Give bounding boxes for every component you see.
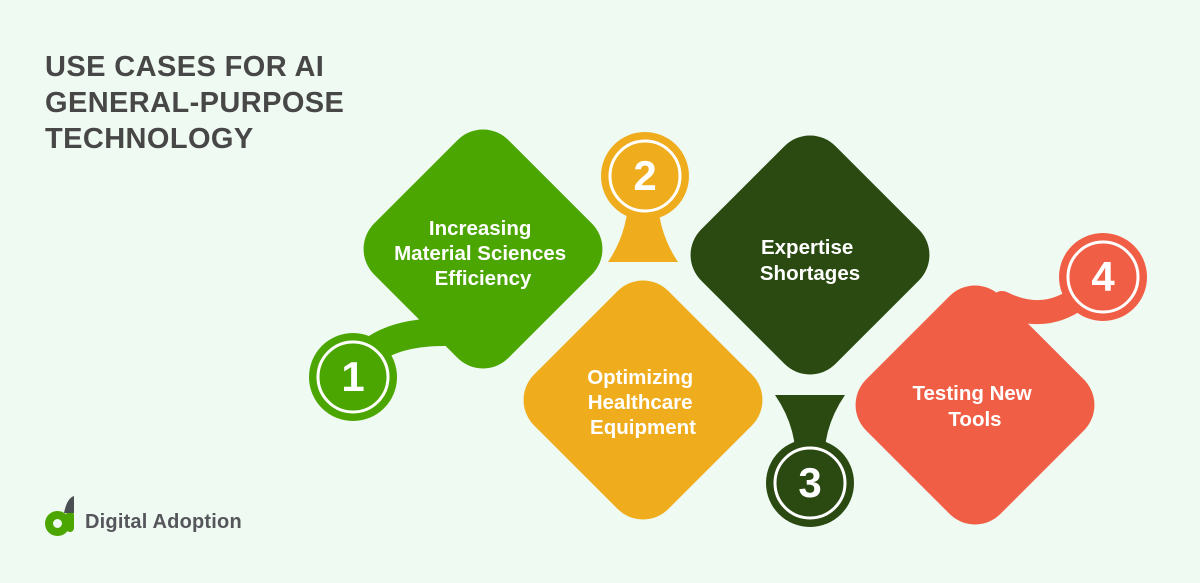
use-case-2-group: 2 Optimizing Healthcare Equipment bbox=[523, 132, 763, 520]
logo-sail-icon bbox=[64, 496, 74, 513]
use-case-4-label: Testing New Tools bbox=[913, 382, 1038, 431]
use-case-1-group: 1 Increasing Material Sciences Efficienc… bbox=[309, 129, 603, 421]
use-case-2-number: 2 bbox=[633, 152, 656, 199]
use-case-3-diamond bbox=[690, 135, 930, 375]
use-case-1-diamond bbox=[363, 129, 603, 369]
title-line: TECHNOLOGY bbox=[45, 123, 254, 155]
use-case-2-connector bbox=[608, 185, 678, 262]
use-case-4-group: 4 Testing New Tools bbox=[855, 233, 1147, 525]
use-case-1-label: Increasing Material Sciences Efficiency bbox=[394, 217, 572, 290]
use-case-2-number-badge bbox=[601, 132, 689, 220]
use-case-3-connector bbox=[775, 395, 845, 470]
use-case-2-diamond bbox=[523, 280, 763, 520]
digital-adoption-logo-text: Digital Adoption bbox=[85, 510, 242, 533]
title-line: USE CASES FOR AI bbox=[45, 51, 325, 83]
use-case-3-number-badge bbox=[766, 439, 854, 527]
use-case-1-number: 1 bbox=[341, 353, 364, 400]
use-case-4-number-badge bbox=[1059, 233, 1147, 321]
logo-a-stem bbox=[66, 511, 74, 532]
use-case-2-badge-ring bbox=[608, 139, 682, 213]
digital-adoption-logo-icon bbox=[45, 496, 74, 536]
use-case-4-number: 4 bbox=[1091, 253, 1115, 300]
logo-a-bowl bbox=[45, 511, 70, 536]
use-case-3-badge-ring bbox=[773, 446, 847, 520]
use-case-1-badge-ring bbox=[316, 340, 390, 414]
use-case-3-group: 3 Expertise Shortages bbox=[690, 135, 930, 527]
digital-adoption-logo: Digital Adoption bbox=[44, 494, 242, 542]
use-case-4-badge-ring bbox=[1066, 240, 1140, 314]
use-case-3-number: 3 bbox=[798, 459, 821, 506]
use-case-2-label: Optimizing Healthcare Equipment bbox=[587, 366, 699, 439]
use-case-3-label: Expertise Shortages bbox=[760, 236, 860, 285]
use-case-1-number-badge bbox=[309, 333, 397, 421]
title-line: GENERAL-PURPOSE bbox=[45, 87, 345, 119]
page-title: USE CASES FOR AI GENERAL-PURPOSE TECHNOL… bbox=[45, 49, 344, 157]
use-case-4-diamond bbox=[855, 285, 1095, 525]
